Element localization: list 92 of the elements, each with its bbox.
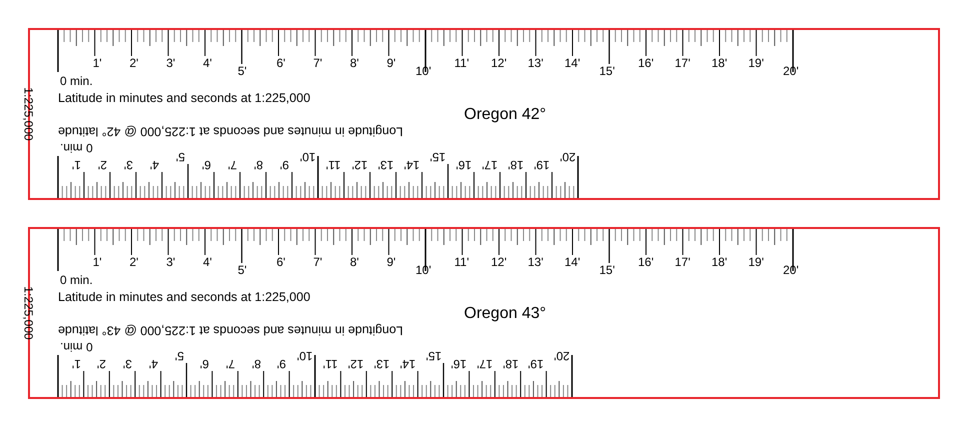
scale-label: 4' [150, 159, 159, 171]
scale-label: 3' [166, 57, 176, 69]
scale-label: 12' [348, 358, 364, 370]
scale-caption: Longitude in minutes and seconds at 1:225,000 @ 43° latitude [58, 324, 404, 336]
scale-label: 14' [564, 57, 580, 69]
scale-label: 20' [554, 350, 570, 362]
scale-label: 19' [528, 358, 544, 370]
scale-label: 7' [313, 256, 322, 268]
scale-label: 16' [456, 159, 472, 171]
scale-label: 10' [416, 264, 432, 276]
scale-label: 13' [378, 159, 394, 171]
ruler-title: Oregon 42° [464, 107, 546, 123]
scale-label: 13' [528, 57, 544, 69]
scale-label: 2' [97, 358, 106, 370]
scale-label: 18' [502, 358, 518, 370]
scale-label: 10' [297, 350, 313, 362]
scale-label: 15' [426, 350, 442, 362]
scale-label: 1' [72, 159, 81, 171]
scale-label: 19' [534, 159, 550, 171]
scale-label: 6' [200, 358, 210, 370]
scale-label: 13' [374, 358, 390, 370]
scale-label: 9' [386, 256, 396, 268]
scale-label: 1' [92, 256, 102, 268]
scale-label: 2' [130, 256, 138, 268]
scale-label: 11' [326, 159, 341, 171]
ruler-title: Oregon 43° [464, 306, 546, 322]
scale-label: 5' [176, 151, 185, 163]
scale-label: 16' [638, 57, 654, 69]
scale-label: 0 min. [60, 75, 93, 87]
scale-label: 16' [451, 358, 467, 370]
scale-label: 11' [454, 57, 469, 69]
scale-label: 3' [123, 358, 132, 370]
scale-label: 2' [130, 57, 138, 69]
scale-label: 2' [98, 159, 107, 171]
scale-label: 12' [491, 57, 507, 69]
scale-label: 15' [599, 264, 615, 276]
scale-label: 0 min. [60, 142, 93, 154]
scale-ratio: 1:225,000 [22, 87, 35, 141]
scale-caption: Latitude in minutes and seconds at 1:225,000 [58, 92, 310, 104]
scale-label: 20' [783, 264, 799, 276]
scale-label: 20' [783, 65, 799, 77]
scale-label: 4' [203, 57, 212, 69]
scale-label: 8' [350, 57, 359, 69]
scale-label: 9' [277, 358, 286, 370]
scale-label: 6' [276, 57, 286, 69]
scale-label: 14' [404, 159, 420, 171]
scale-label: 12' [491, 256, 507, 268]
scale-label: 18' [712, 57, 728, 69]
scale-label: 20' [560, 151, 576, 163]
scale-label: 10' [300, 151, 316, 163]
scale-label: 17' [476, 358, 493, 370]
scale-label: 4' [203, 256, 212, 268]
scale-label: 12' [352, 159, 368, 171]
scale-label: 15' [430, 151, 446, 163]
scale-label: 4' [148, 358, 158, 370]
scale-label: 5' [238, 264, 247, 276]
scale-caption: Latitude in minutes and seconds at 1:225,000 [58, 291, 310, 304]
scale-label: 18' [508, 159, 524, 171]
scale-label: 1' [92, 57, 102, 69]
scale-label: 6' [202, 159, 211, 171]
scale-label: 0 min. [60, 341, 93, 353]
scale-label: 13' [528, 256, 544, 268]
scale-label: 1' [72, 358, 81, 370]
scale-label: 3' [166, 256, 176, 268]
scale-label: 14' [400, 358, 416, 370]
scale-label: 15' [599, 65, 615, 77]
scale-label: 17' [674, 256, 690, 268]
scale-label: 5' [238, 65, 247, 77]
scale-label: 0 min. [60, 274, 93, 286]
scale-label: 14' [564, 256, 580, 268]
scale-label: 7' [226, 358, 235, 370]
scale-label: 8' [252, 358, 261, 370]
scale-label: 17' [674, 57, 690, 69]
scale-label: 10' [416, 65, 432, 77]
scale-ratio: 1:225,000 [22, 286, 35, 340]
scale-label: 19' [748, 57, 764, 69]
scale-label: 19' [748, 256, 764, 268]
scale-caption: Longitude in minutes and seconds at 1:225,000 @ 42° latitude [58, 125, 404, 138]
scale-label: 7' [313, 57, 322, 69]
scale-label: 17' [482, 159, 498, 171]
scale-label: 11' [322, 358, 338, 370]
scale-label: 11' [454, 256, 469, 268]
scale-label: 8' [254, 159, 263, 171]
scale-label: 6' [276, 256, 286, 268]
scale-label: 9' [386, 57, 396, 69]
scale-label: 5' [174, 350, 184, 362]
scale-label: 7' [228, 159, 237, 171]
scale-label: 16' [638, 256, 654, 268]
scale-label: 3' [124, 159, 133, 171]
scale-label: 9' [280, 159, 289, 171]
scale-label: 18' [712, 256, 728, 268]
scale-label: 8' [350, 256, 359, 268]
